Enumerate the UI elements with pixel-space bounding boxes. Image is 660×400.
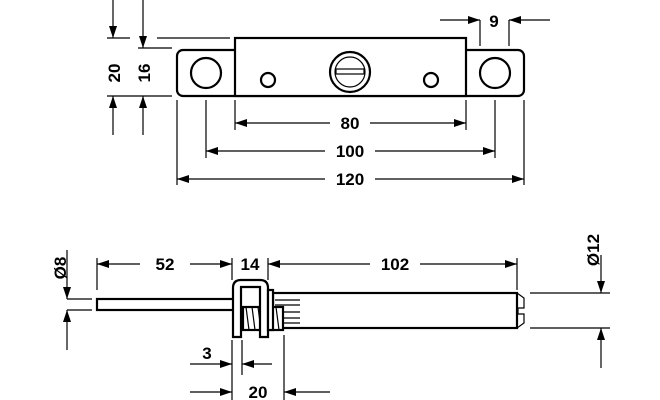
top-view: 20 16 9 80 100 120 (105, 0, 550, 189)
dim-rod-dia: Ø8 (51, 257, 70, 280)
dim-3: 3 (202, 344, 211, 363)
dim-52: 52 (156, 255, 175, 274)
dim-100: 100 (336, 142, 364, 161)
dim-body-dia: Ø12 (584, 234, 603, 266)
mount-hole-left (189, 56, 223, 90)
small-hole-left (259, 71, 277, 89)
dim-120: 120 (336, 170, 364, 189)
dim-20: 20 (249, 383, 268, 400)
dim-102: 102 (381, 255, 409, 274)
small-hole-right (422, 71, 440, 89)
dim-height-16: 16 (135, 64, 154, 83)
mount-hole-right (478, 56, 512, 90)
u-bracket (231, 278, 270, 339)
cylinder-body (271, 291, 519, 330)
adjust-screw (328, 50, 372, 94)
piston-rod (95, 297, 239, 312)
dim-height-20: 20 (105, 64, 124, 83)
dim-80: 80 (341, 114, 360, 133)
dim-hole-9: 9 (489, 12, 498, 31)
dim-14: 14 (241, 255, 260, 274)
side-view: Ø8 Ø12 52 14 102 3 20 (51, 234, 610, 400)
